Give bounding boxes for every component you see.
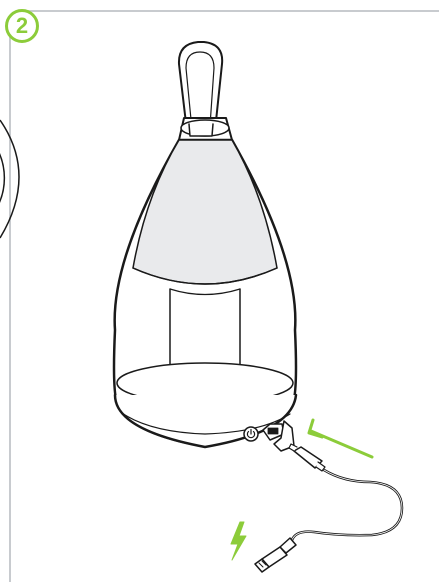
lamp [114,42,296,447]
cable-wire [292,470,402,540]
step-number-badge: 2 [5,9,39,43]
charging-port-slot [268,428,278,434]
usb-cable [255,444,402,572]
carry-strap-base [189,124,213,136]
lightning-bolt-icon [231,522,246,560]
previous-panel-circle [0,118,4,238]
arrow-icon [309,420,372,457]
lamp-shade [133,140,277,284]
previous-panel-circle-edge [0,120,19,238]
